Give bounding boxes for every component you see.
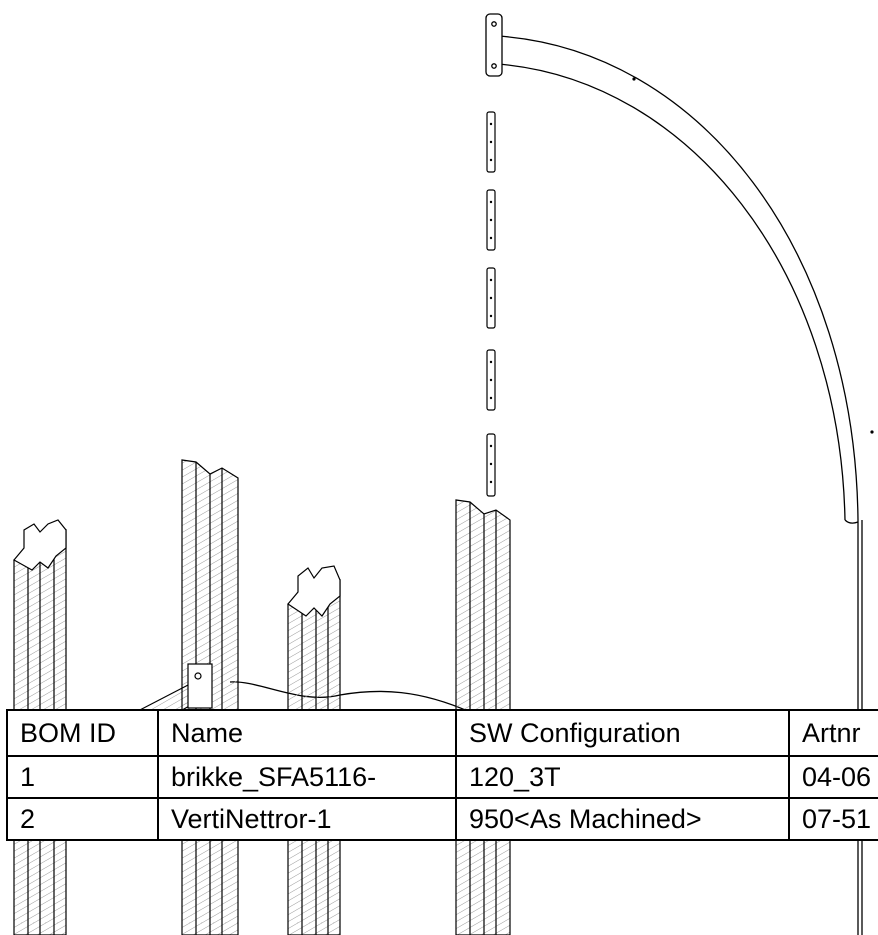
- table-row: 2 VertiNettror-1 950<As Machined> 07-51: [6, 797, 878, 841]
- cable: [229, 681, 471, 713]
- cell-bom-id: 1: [6, 755, 159, 799]
- header-artnr: Artnr: [788, 709, 878, 757]
- cell-name: brikke_SFA5116-: [157, 755, 457, 799]
- arm-hole: [632, 77, 636, 81]
- aluminium-profile-2: [181, 459, 239, 935]
- cell-bom-id: 2: [6, 797, 159, 841]
- arm-mount-plate: [485, 13, 503, 77]
- bom-header-row: BOM ID Name SW Configuration Artnr: [6, 709, 878, 757]
- cell-artnr: 07-51: [788, 797, 878, 841]
- header-sw-configuration: SW Configuration: [455, 709, 790, 757]
- cell-name: VertiNettror-1: [157, 797, 457, 841]
- cell-artnr: 04-06: [788, 755, 878, 799]
- table-row: 1 brikke_SFA5116- 120_3T 04-06: [6, 755, 878, 799]
- cell-sw-configuration: 950<As Machined>: [455, 797, 790, 841]
- cell-sw-configuration: 120_3T: [455, 755, 790, 799]
- arm-hole: [870, 430, 874, 434]
- header-bom-id: BOM ID: [6, 709, 159, 757]
- plate-stack: [486, 111, 496, 497]
- header-name: Name: [157, 709, 457, 757]
- bom-table: BOM ID Name SW Configuration Artnr 1 bri…: [6, 709, 878, 841]
- plate-holes: [489, 122, 493, 484]
